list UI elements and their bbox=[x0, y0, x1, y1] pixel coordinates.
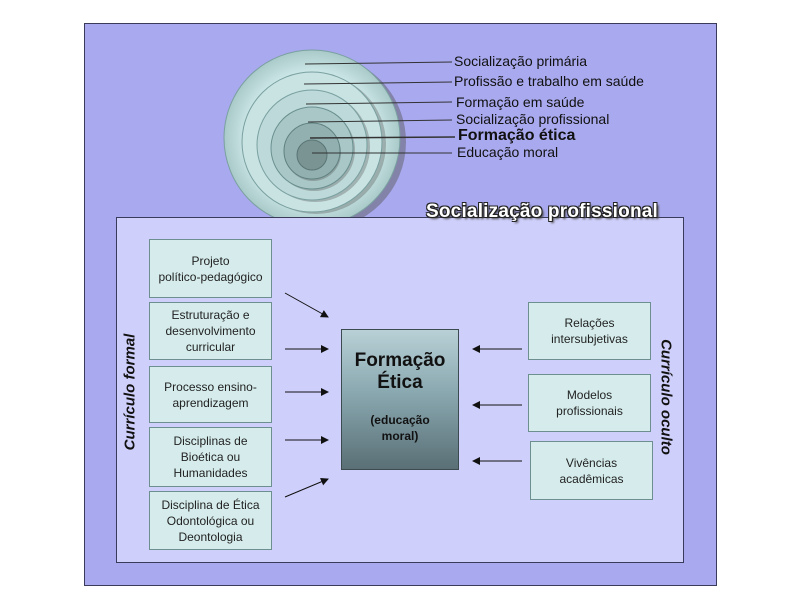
box-estruturacao-curricular: Estruturação e desenvolvimento curricula… bbox=[149, 302, 272, 360]
ring-educacao-moral bbox=[296, 139, 328, 171]
ring-label-formacao-saude: Formação em saúde bbox=[456, 94, 585, 110]
ring-label-formacao-etica: Formação ética bbox=[458, 127, 576, 144]
ring-label-profissao: Profissão e trabalho em saúde bbox=[454, 73, 644, 89]
box-disciplina-etica: Disciplina de Ética Odontológica ou Deon… bbox=[149, 491, 272, 550]
center-box-formacao-etica: Formação Ética (educação moral) bbox=[341, 329, 459, 470]
arrow-left-1 bbox=[284, 292, 329, 318]
box-modelos-profissionais: Modelos profissionais bbox=[528, 374, 651, 432]
box-projeto-politico-pedagogico: Projeto político-pedagógico bbox=[149, 239, 272, 298]
leader-line bbox=[304, 61, 453, 65]
leader-line bbox=[307, 119, 453, 123]
leader-line bbox=[309, 136, 456, 139]
ring-label-socializacao-primaria: Socialização primária bbox=[454, 53, 588, 69]
box-processo-ensino: Processo ensino- aprendizagem bbox=[149, 366, 272, 423]
leader-line bbox=[305, 101, 453, 105]
arrow-left-5 bbox=[284, 478, 329, 498]
ring-label-socializacao-profissional: Socialização profissional bbox=[456, 111, 610, 127]
box-relacoes-intersubjetivas: Relações intersubjetivas bbox=[528, 302, 651, 360]
center-title: Formação Ética bbox=[354, 350, 446, 393]
ring-leader-lines bbox=[303, 61, 456, 154]
box-disciplinas-bioetica: Disciplinas de Bioética ou Humanidades bbox=[149, 427, 272, 487]
box-vivencias-academicas: Vivências acadêmicas bbox=[530, 441, 653, 500]
inner-frame-title: Socialização profissional bbox=[426, 201, 659, 222]
center-subtitle: (educação moral) bbox=[370, 413, 430, 443]
ring-label-educacao-moral: Educação moral bbox=[457, 144, 559, 160]
leader-line bbox=[303, 81, 453, 85]
